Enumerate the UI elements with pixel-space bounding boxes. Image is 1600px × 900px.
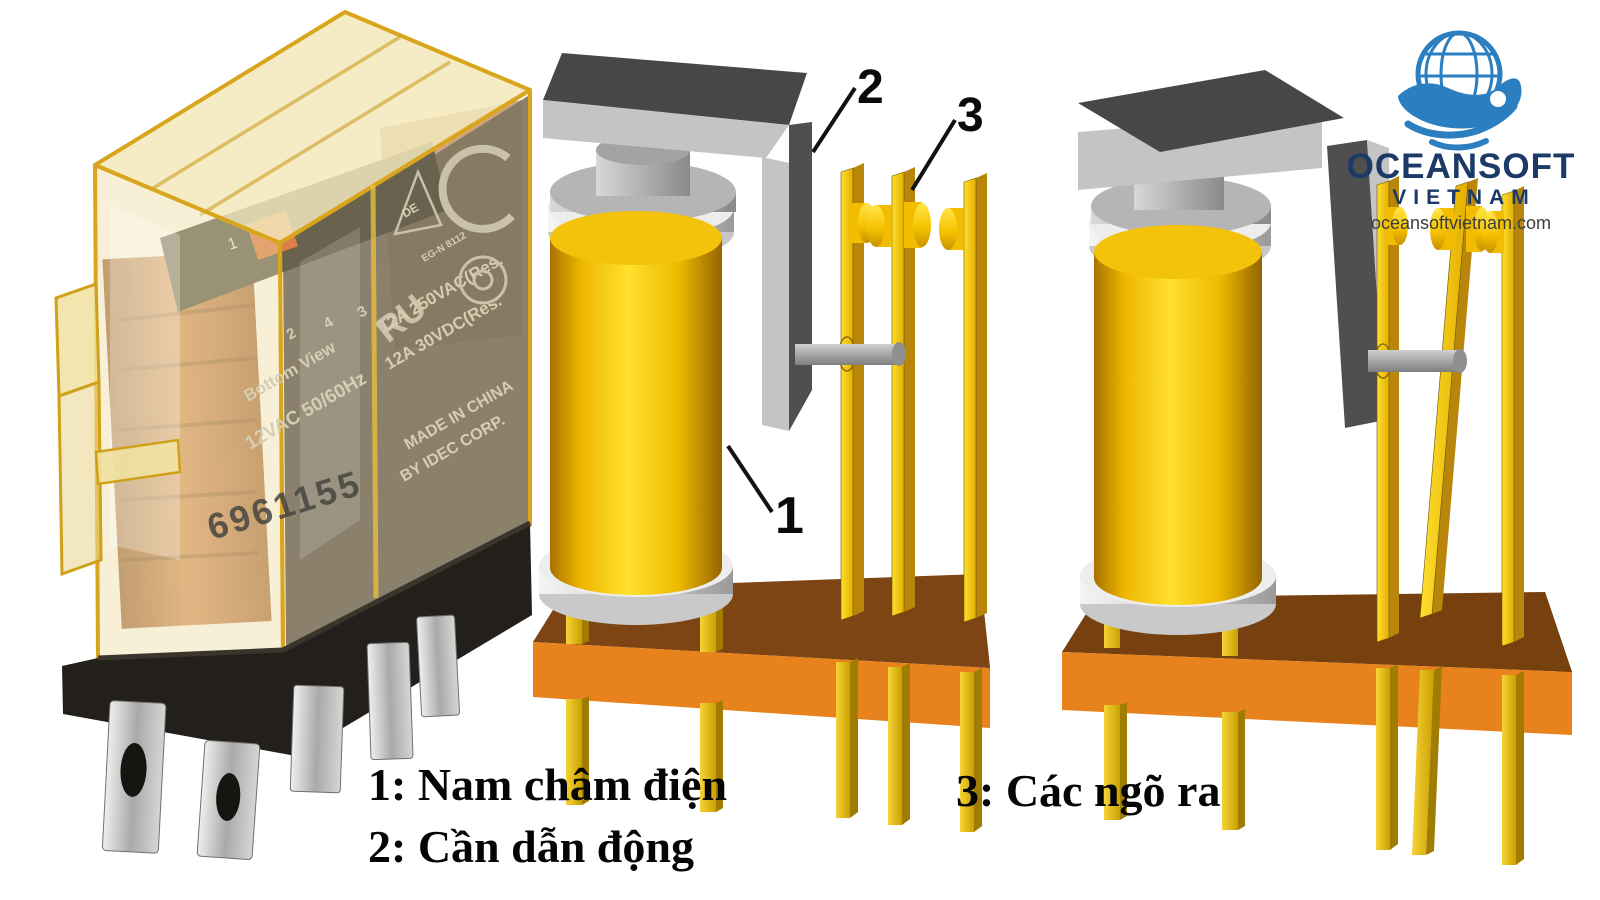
- blade-side: [853, 163, 864, 616]
- leader-line-2: [811, 86, 857, 154]
- logo: OCEANSOFT VIETNAM oceansoftvietnam.com: [1347, 30, 1576, 233]
- pins-below-base: [566, 658, 982, 832]
- diagram-label-2: 2: [857, 61, 884, 114]
- relay-pin: [289, 684, 345, 794]
- contact-bump-cap: [913, 203, 931, 247]
- blade-1: [840, 167, 854, 621]
- logo-company-name: OCEANSOFT: [1347, 147, 1576, 186]
- blade-side: [976, 173, 987, 618]
- coil-pin-stub: [700, 608, 716, 652]
- base-front: [1062, 652, 1572, 735]
- output-blades: [1376, 176, 1524, 647]
- base-front: [533, 642, 990, 728]
- relay-pin: [101, 700, 167, 854]
- case-latch: [54, 281, 182, 577]
- blade-2-tilted: [1419, 181, 1469, 619]
- globe-wave-icon: [1398, 30, 1522, 151]
- pins-below-base: [1104, 664, 1524, 865]
- contact-bump-cap: [867, 205, 885, 247]
- case-panel-divider: [370, 184, 379, 599]
- blade-2: [891, 171, 905, 617]
- diagram-label-3: 3: [957, 89, 984, 142]
- diagram-label-1: 1: [775, 487, 804, 545]
- push-rod: [795, 342, 906, 366]
- case-glare-front: [300, 227, 360, 560]
- caption-outputs: 3: Các ngõ ra: [956, 765, 1220, 816]
- blade-side: [904, 167, 915, 612]
- electromagnet-coil: [539, 135, 736, 625]
- electromagnet-coil: [1080, 152, 1276, 635]
- vde-triangle-icon: [393, 168, 443, 236]
- leader-line-1: [726, 444, 774, 514]
- case-glare-left: [110, 205, 180, 560]
- coil-pin-stub-side: [716, 605, 723, 652]
- cert-circle-icon: [458, 255, 508, 305]
- blade-1: [1376, 180, 1390, 643]
- relay-photo: 1 Bottom View 12A 250VAC(Res. 12A 30VDC(…: [54, 10, 532, 861]
- blade-3: [963, 177, 977, 623]
- relay-pin: [196, 740, 261, 861]
- cert-circle-inner: [472, 269, 494, 291]
- contact-bump-cap: [1392, 207, 1408, 245]
- relay-pin: [366, 641, 414, 761]
- blade-3: [1501, 190, 1515, 647]
- blade-side: [1514, 186, 1524, 642]
- blade-side: [1432, 178, 1478, 614]
- relay-diagram-rest: 1 2 3: [533, 53, 990, 832]
- push-rod: [1368, 349, 1467, 373]
- actuator-armature: [543, 53, 812, 431]
- contact-bump-cap: [1430, 208, 1446, 250]
- blade-side: [1389, 176, 1399, 638]
- contact-bump-cap: [939, 208, 957, 250]
- case-top-ridges: [149, 35, 451, 217]
- relay-diagram-active: [1062, 70, 1572, 865]
- leader-line-3: [910, 118, 957, 192]
- logo-website: oceansoftvietnam.com: [1371, 213, 1551, 233]
- csa-c-mark-icon: [438, 144, 515, 233]
- relay-base-black: [62, 523, 532, 756]
- contact-bump-cap: [1482, 211, 1498, 253]
- output-blades: [840, 163, 987, 623]
- caption-actuator: 2: Cần dẫn động: [368, 821, 694, 872]
- relay-base-bevel: [97, 520, 532, 661]
- relay-pin: [416, 614, 460, 718]
- caption-electromagnet: 1: Nam châm điện: [368, 759, 727, 810]
- logo-region-name: VIETNAM: [1392, 186, 1536, 209]
- relay-pins: [101, 614, 460, 861]
